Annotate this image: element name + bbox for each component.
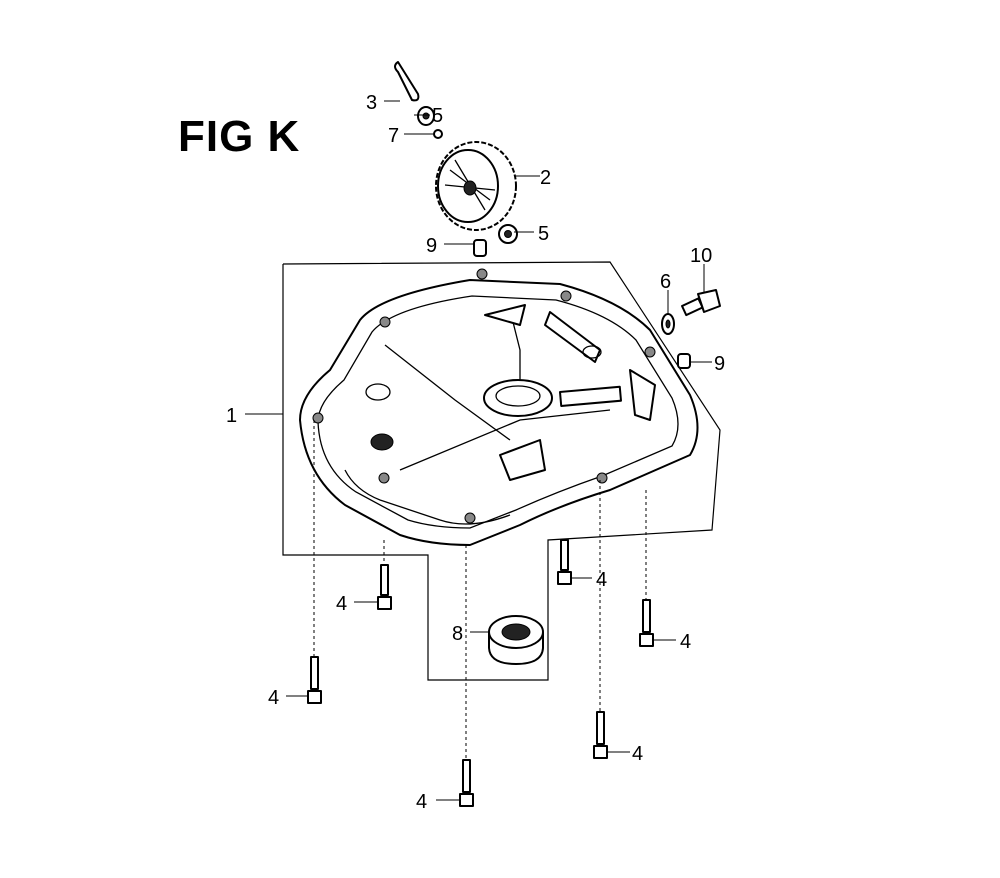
callout-10: 10 (690, 245, 712, 267)
case-cover (299, 268, 699, 546)
bolt-d (557, 539, 572, 585)
bolt-b (307, 420, 322, 704)
bolt-f (593, 480, 608, 759)
callout-4b: 4 (268, 687, 279, 709)
governor-gear (435, 141, 517, 231)
callout-5b: 5 (538, 223, 549, 245)
leader-lines (245, 100, 712, 801)
group-box-case (282, 261, 721, 681)
callout-6: 6 (660, 271, 671, 293)
callout-4d: 4 (596, 569, 607, 591)
figure-title: FIG K (178, 112, 301, 161)
callout-8: 8 (452, 623, 463, 645)
bolt-a (377, 540, 392, 610)
callout-7: 7 (388, 125, 399, 147)
dowel-pin-right (677, 353, 691, 369)
callout-5a: 5 (432, 105, 443, 127)
callout-9b: 9 (714, 353, 725, 375)
callout-4e: 4 (680, 631, 691, 653)
sealing-washer (661, 313, 675, 335)
callout-4a: 4 (336, 593, 347, 615)
washer-lower (498, 224, 518, 244)
bolt-c (459, 545, 474, 807)
dowel-pin-left (473, 239, 487, 257)
callout-2: 2 (540, 167, 551, 189)
callout-4c: 4 (416, 791, 427, 813)
bolt-e (639, 490, 654, 647)
pin (394, 61, 420, 102)
clip (433, 129, 443, 139)
oil-seal (488, 615, 544, 665)
callout-9a: 9 (426, 235, 437, 257)
drain-bolt (681, 289, 721, 317)
callout-3: 3 (366, 92, 377, 114)
callout-4f: 4 (632, 743, 643, 765)
callout-1: 1 (226, 405, 237, 427)
